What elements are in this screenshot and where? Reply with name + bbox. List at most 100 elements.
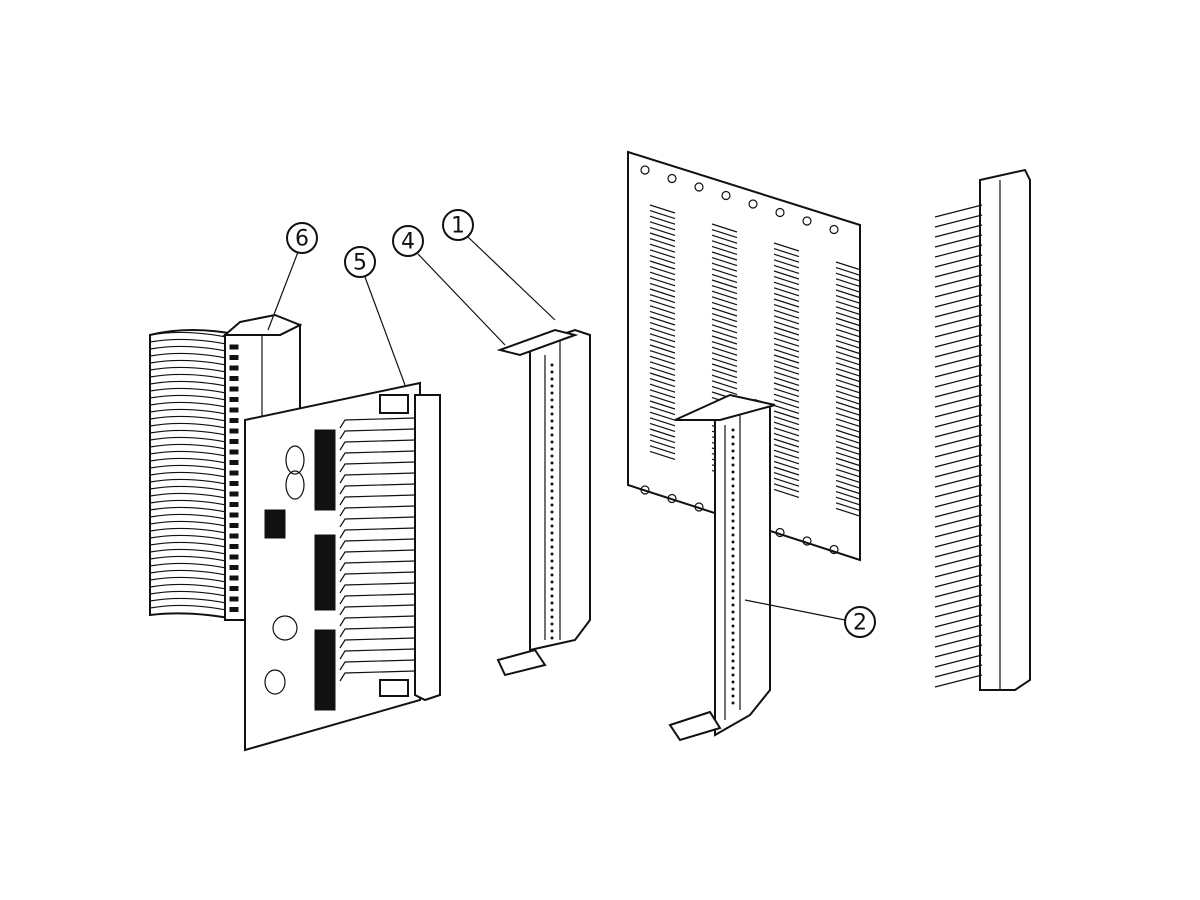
panel-trace — [773, 399, 800, 409]
panel-trace — [773, 371, 800, 381]
guide-hole — [550, 412, 554, 416]
panel-trace — [835, 435, 862, 445]
connector-slot — [229, 565, 239, 570]
connector-pin — [934, 214, 983, 228]
panel-trace — [773, 248, 800, 258]
connector-pin — [934, 654, 983, 668]
panel-trace — [835, 267, 862, 277]
guide-hole — [731, 470, 735, 474]
contact-finger — [339, 670, 416, 682]
panel-trace — [835, 418, 862, 428]
guide-hole — [550, 468, 554, 472]
panel-trace — [835, 412, 862, 422]
panel-trace — [711, 268, 738, 278]
guide-hole — [550, 482, 554, 486]
connector-pin — [934, 444, 983, 458]
connector-slot — [229, 470, 239, 476]
guide-hole — [731, 533, 735, 537]
guide-hole — [731, 491, 735, 495]
panel-trace — [835, 407, 862, 417]
guide-hole — [550, 615, 554, 619]
panel-trace — [835, 356, 862, 366]
panel-trace — [649, 221, 676, 231]
connector-pin — [934, 424, 983, 438]
panel-trace — [773, 348, 800, 358]
panel-trace — [773, 416, 800, 426]
guide-hole — [731, 540, 735, 544]
panel-trace — [649, 333, 676, 343]
guide-hole — [550, 454, 554, 458]
panel-trace — [649, 344, 676, 354]
guide-hole — [550, 545, 554, 549]
guide-hole — [731, 442, 735, 446]
connector-pin — [934, 234, 983, 248]
guide-hole — [731, 547, 735, 551]
panel-trace — [835, 289, 862, 299]
panel-trace — [711, 385, 738, 395]
connector-pin — [934, 394, 983, 408]
rack-panel — [627, 150, 862, 562]
connector-pin — [934, 374, 983, 388]
panel-trace — [835, 295, 862, 305]
leader-lines — [267, 236, 846, 621]
panel-trace — [649, 282, 676, 292]
panel-trace — [649, 226, 676, 236]
panel-trace — [649, 378, 676, 388]
panel-trace — [649, 350, 676, 360]
connector-slot — [229, 523, 239, 528]
panel-trace — [773, 259, 800, 269]
panel-trace — [773, 242, 800, 252]
panel-trace — [711, 346, 738, 356]
contact-finger — [339, 560, 416, 572]
connector-slot — [229, 575, 239, 581]
panel-trace — [711, 307, 738, 317]
contact-finger — [339, 428, 416, 440]
panel-trace — [773, 292, 800, 302]
contact-finger — [339, 637, 416, 649]
panel-trace — [773, 432, 800, 442]
connector-pin — [934, 264, 983, 278]
contact-finger — [339, 417, 416, 429]
guide-hole — [731, 589, 735, 593]
guide-hole — [550, 398, 554, 402]
guide-hole — [550, 573, 554, 577]
panel-trace — [835, 446, 862, 456]
connector-slot — [229, 607, 239, 612]
guide-hole — [550, 552, 554, 556]
contact-finger — [339, 494, 416, 506]
panel-trace — [649, 260, 676, 270]
guide-hole — [550, 538, 554, 542]
guide-hole — [731, 645, 735, 649]
panel-trace — [649, 232, 676, 242]
callout-6: 6 — [286, 222, 318, 254]
guide-hole — [550, 601, 554, 605]
svg-text:2: 2 — [853, 611, 867, 636]
guide-hole — [550, 496, 554, 500]
panel-trace — [835, 429, 862, 439]
panel-trace — [711, 324, 738, 334]
panel-trace — [711, 234, 738, 244]
guide-hole — [550, 384, 554, 388]
panel-trace — [835, 323, 862, 333]
connector-pin — [934, 434, 983, 448]
panel-trace — [711, 240, 738, 250]
guide-hole — [550, 608, 554, 612]
contact-finger — [339, 472, 416, 484]
panel-trace — [773, 354, 800, 364]
panel-trace — [835, 474, 862, 484]
contact-finger — [339, 505, 416, 517]
panel-trace — [835, 440, 862, 450]
guide-hole — [550, 566, 554, 570]
panel-trace — [649, 434, 676, 444]
connector-pin — [934, 384, 983, 398]
connector-slot — [229, 502, 239, 507]
panel-trace — [773, 421, 800, 431]
panel-trace — [649, 310, 676, 320]
panel-trace — [835, 278, 862, 288]
connector-pin — [934, 674, 983, 688]
callout-2: 2 — [844, 606, 876, 638]
connector-pin — [934, 574, 983, 588]
guide-hole — [550, 510, 554, 514]
callout-4: 4 — [392, 225, 424, 257]
panel-trace — [773, 477, 800, 487]
